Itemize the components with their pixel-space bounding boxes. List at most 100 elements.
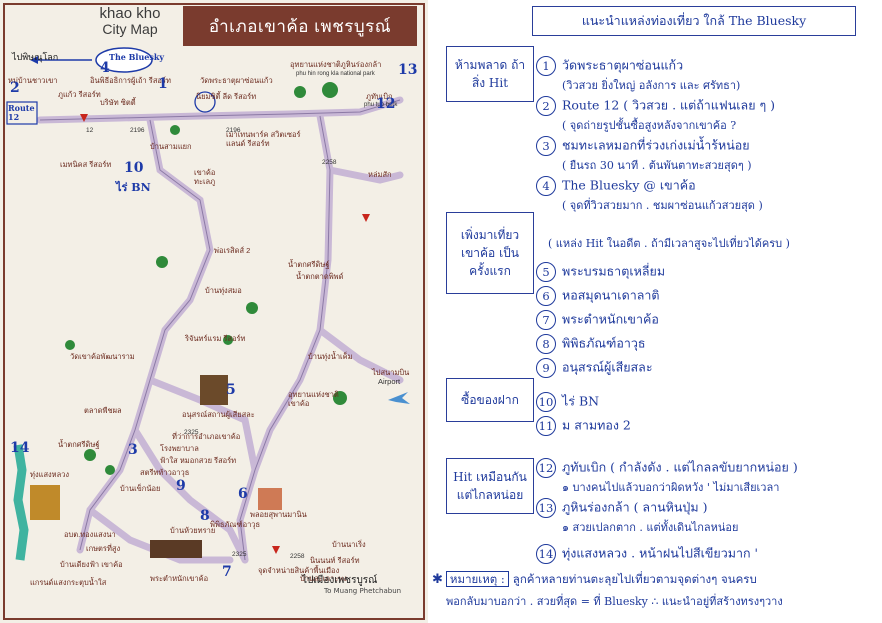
item-sub: ๑ สวยเปลกตาก . แต่ทั้งเดินไกลหน่อย bbox=[562, 521, 739, 534]
group-first-time: เพิ่งมาเที่ยว เขาค้อ เป็นครั้งแรก bbox=[446, 212, 534, 294]
map-canvas bbox=[0, 0, 428, 623]
map-num-8: 8 bbox=[200, 508, 210, 524]
note-item-14: 14 ทุ่งแสงหลวง . หน้าฝนไปสีเขียวมาก ' bbox=[536, 544, 758, 564]
item-number: 12 bbox=[536, 458, 556, 478]
route-num-2258b: 2258 bbox=[290, 553, 305, 560]
route-num-12: 12 bbox=[86, 127, 94, 134]
map-label-rai-bn: ไร่ BN bbox=[116, 181, 151, 194]
map-num-7: 7 bbox=[222, 564, 232, 580]
map-label-richan-resort: ริจันทร์แรม รีสอร์ท bbox=[185, 334, 246, 343]
map-label-phuhin-en: phu hin rong kla national park bbox=[296, 71, 375, 77]
map-num-10: 10 bbox=[124, 160, 144, 176]
route12-label: Route 12 bbox=[8, 103, 35, 122]
brand-line2: City Map bbox=[102, 21, 158, 37]
note-item-11: 11 ม สามทอง 2 bbox=[536, 416, 631, 436]
map-num-6: 6 bbox=[238, 486, 248, 502]
map-num-14: 14 bbox=[10, 440, 30, 456]
map-num-12: 12 bbox=[376, 96, 396, 112]
map-label-samyaek: บ้านสามแยก bbox=[150, 142, 192, 151]
item-text: ม สามทอง 2 bbox=[562, 417, 631, 433]
item-number: 13 bbox=[536, 498, 556, 518]
grand-building bbox=[258, 488, 282, 510]
city-map: khao kho City Map อำเภอเขาค้อ เพชรบูรณ์ … bbox=[0, 0, 428, 623]
map-label-thungsaeng: ทุ่งแสงหลวง bbox=[30, 470, 70, 479]
map-label-wat-khaokho: วัดเขาค้อพัฒนาราม bbox=[70, 352, 135, 361]
map-label-bankhek: บ้านเข็กน้อย bbox=[120, 484, 161, 493]
map-label-company: บริษัท ซิตตี้ bbox=[100, 98, 136, 107]
route-num-2258a: 2258 bbox=[322, 159, 337, 166]
item-number: 3 bbox=[536, 136, 556, 156]
map-label-waterfall1: น้ำตกศรีดิษฐ์ bbox=[288, 260, 330, 269]
map-label-thungnamkhem: บ้านทุ่งน้ำเค็ม bbox=[308, 352, 353, 361]
to-phetchabun-en-label: To Muang Phetchabun bbox=[324, 587, 402, 595]
map-label-phutub: ภูทับเบิก bbox=[366, 92, 393, 101]
map-label-grand: แกรนด์แสงกระตุบน้ำใส bbox=[30, 578, 107, 587]
note-item-10: 10 ไร่ BN bbox=[536, 392, 599, 412]
map-label-phor-resort: พ่อเรสิดส์ 2 bbox=[214, 246, 251, 255]
footnote-text2: พอกลับมาบอกว่า . สวยที่สุด = ที่ Bluesky… bbox=[446, 595, 783, 608]
airplane-icon bbox=[388, 392, 410, 404]
map-title: อำเภอเขาค้อ เพชรบูรณ์ bbox=[183, 6, 417, 46]
item-number: 5 bbox=[536, 262, 556, 282]
to-phitsanulok-label: ไปพิษณุโลก bbox=[12, 52, 59, 62]
group-must-see: ห้ามพลาด ถ้าสิ่ง Hit bbox=[446, 46, 534, 102]
group-far-hits: Hit เหมือนกัน แต่ไกลหน่อย bbox=[446, 458, 534, 514]
footnote-line1: ✱หมายเหตุ :ลูกค้าหลายท่านตะลุยไปเที่ยวตา… bbox=[432, 568, 880, 591]
brand-line1: khao kho bbox=[99, 5, 161, 22]
item-number: 7 bbox=[536, 310, 556, 330]
item-sub: ๑ บางคนไปแล้วบอกว่าผิดหวัง ' ไม่มาเสียเว… bbox=[562, 481, 780, 494]
item-text: พิพิธภัณฑ์อาวุธ bbox=[562, 335, 646, 351]
route-markers bbox=[80, 114, 370, 554]
map-label-phutub-en: phu tub berk bbox=[364, 102, 398, 108]
map-label-district-office: ที่ว่าการอำเภอเขาค้อ bbox=[172, 432, 241, 441]
item-sub: ( ยืนรถ 30 นาที . ต้นพันตาทะสวยสุดๆ ) bbox=[562, 159, 752, 172]
item-text: Route 12 ( วิวสวย . แต่ถ้าแฟนเลย ๆ ) bbox=[562, 97, 776, 113]
item-text: หอสมุดนาเดาลาติ bbox=[562, 287, 660, 303]
item-number: 10 bbox=[536, 392, 556, 412]
item-number: 11 bbox=[536, 416, 556, 436]
map-label-memorial: อนุสรณ์สถานผู้เสียสละ bbox=[182, 410, 255, 419]
map-label-phukaew: ภูแก้ว รีสอร์ท bbox=[58, 90, 101, 99]
map-num-9: 9 bbox=[176, 478, 186, 494]
note-item-7: 7 พระตำหนักเขาค้อ bbox=[536, 310, 659, 330]
item-text: The Bluesky @ เขาค้อ bbox=[562, 177, 696, 193]
item-number: 4 bbox=[536, 176, 556, 196]
item-text: ไร่ BN bbox=[562, 393, 600, 409]
map-label-bannaroeng: บ้านนาเริ่ง bbox=[332, 540, 366, 549]
route-num-2325b: 2325 bbox=[232, 551, 247, 558]
map-label-niyom: นิยมซิตี้ ลีด รีสอร์ท bbox=[196, 92, 257, 101]
meadow-landmark bbox=[30, 485, 60, 520]
bluesky-cloud bbox=[95, 47, 153, 73]
item-number: 14 bbox=[536, 544, 556, 564]
map-num-4: 4 bbox=[100, 60, 110, 76]
first-time-note: ( แหล่ง Hit ในอดีต . ถ้ามีเวลาสูจะไปเที่… bbox=[548, 237, 790, 250]
group-souvenirs: ซื้อของฝาก bbox=[446, 378, 534, 422]
map-label-huaysai: บ้านห้วยทราย bbox=[170, 526, 216, 535]
map-label-waterfall2: น้ำตกศรีดิษฐ์ bbox=[58, 440, 100, 449]
map-label-khaokho-park: อุทยานแห่งชาติเขาค้อ bbox=[288, 390, 339, 408]
map-label-highland: เกษตรที่สูง bbox=[86, 544, 121, 553]
handwritten-notes: แนะนำแหล่งท่องเที่ยว ใกล้ The Bluesky ห้… bbox=[430, 0, 882, 623]
item-text: ทุ่งแสงหลวง . หน้าฝนไปสีเขียวมาก ' bbox=[562, 545, 758, 561]
map-label-thungsamor: บ้านทุ่งสมอ bbox=[205, 286, 242, 295]
route-num-2196a: 2196 bbox=[130, 127, 145, 134]
map-label-street: สตรีทท้าวอาวุธ bbox=[140, 468, 190, 477]
map-num-5: 5 bbox=[226, 382, 236, 398]
map-label-hospital: โรงพยาบาล bbox=[160, 444, 199, 453]
map-label-sadaophong: บ้านสะเดาะพง bbox=[300, 574, 347, 583]
item-sub: ( จุดที่วิวสวยมาก . ชมผาซ่อนแก้วสวยสุด ) bbox=[562, 199, 763, 212]
map-label-resort1: อินพิธีอธิการผู้เถ้า รีสอร์ท bbox=[90, 76, 171, 85]
map-label-lomsak: หล่มสัก bbox=[368, 170, 392, 179]
item-text: พระตำหนักเขาค้อ bbox=[562, 311, 659, 327]
map-label-local-products: จุดจำหน่ายสินค้าพื้นเมือง bbox=[258, 566, 340, 575]
map-brand: khao kho City Map bbox=[70, 6, 190, 37]
